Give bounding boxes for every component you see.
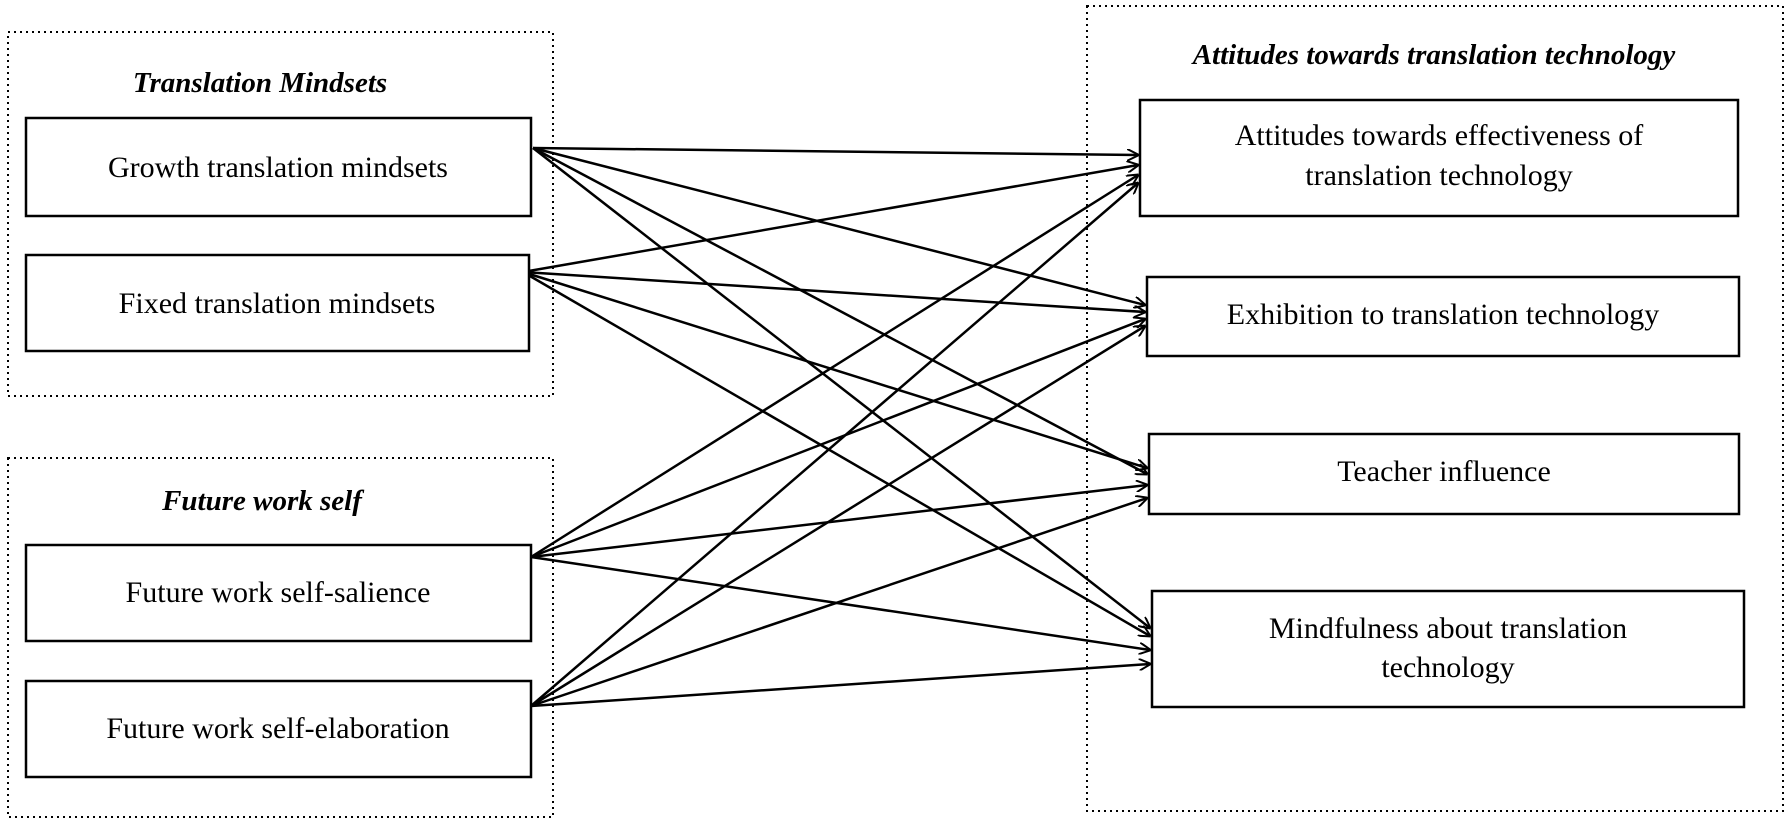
node-future-work-self-elaboration: Future work self-elaboration — [24, 679, 533, 779]
arrow-salience-to-mindfulness — [530, 555, 1150, 650]
node-label-line2: translation technology — [1305, 159, 1572, 192]
node-exhibition: Exhibition to translation technology — [1145, 275, 1741, 358]
translation-mindsets-group — [7, 31, 554, 397]
node-label: Exhibition to translation technology — [1227, 298, 1659, 331]
arrow-fixed-to-effectiveness — [522, 165, 1138, 274]
node-attitudes-effectiveness: Attitudes towards effectiveness of trans… — [1138, 98, 1740, 218]
arrow-growth-to-mindfulness — [532, 147, 1150, 628]
node-label: Future work self-salience — [126, 576, 431, 609]
node-label-line1: Mindfulness about translation — [1269, 612, 1627, 645]
arrow-elaboration-to-teacher — [530, 498, 1147, 708]
node-label: Fixed translation mindsets — [119, 287, 436, 320]
arrow-growth-to-teacher — [532, 146, 1147, 474]
arrow-elaboration-to-effectiveness — [530, 183, 1138, 707]
node-label-line2: technology — [1381, 651, 1514, 684]
node-mindfulness: Mindfulness about translation technology — [1150, 589, 1746, 709]
node-future-work-self-salience: Future work self-salience — [24, 543, 533, 643]
arrow-growth-to-effectiveness — [532, 146, 1138, 155]
attitudes-title: Attitudes towards translation technology — [1191, 39, 1676, 71]
arrow-growth-to-exhibition — [532, 146, 1145, 305]
arrow-elaboration-to-exhibition — [530, 326, 1145, 708]
edges-layer — [522, 146, 1150, 708]
arrow-fixed-to-exhibition — [522, 270, 1145, 312]
arrow-fixed-to-mindfulness — [522, 270, 1150, 636]
future-work-self-group — [7, 457, 554, 818]
future-work-self-title: Future work self — [161, 485, 365, 517]
arrow-elaboration-to-mindfulness — [530, 664, 1150, 708]
translation-mindsets-title: Translation Mindsets — [133, 67, 387, 99]
node-label-line1: Attitudes towards effectiveness of — [1235, 119, 1644, 152]
arrow-salience-to-effectiveness — [530, 175, 1138, 559]
node-fixed-translation-mindsets: Fixed translation mindsets — [24, 253, 531, 353]
node-label: Teacher influence — [1337, 455, 1551, 488]
node-label: Growth translation mindsets — [108, 151, 448, 184]
arrow-salience-to-exhibition — [530, 319, 1145, 559]
attitudes-group — [1086, 5, 1784, 812]
arrow-fixed-to-teacher — [522, 270, 1147, 468]
node-label: Future work self-elaboration — [106, 712, 449, 745]
node-growth-translation-mindsets: Growth translation mindsets — [24, 116, 533, 218]
node-teacher-influence: Teacher influence — [1147, 432, 1741, 516]
arrow-salience-to-teacher — [530, 485, 1147, 559]
